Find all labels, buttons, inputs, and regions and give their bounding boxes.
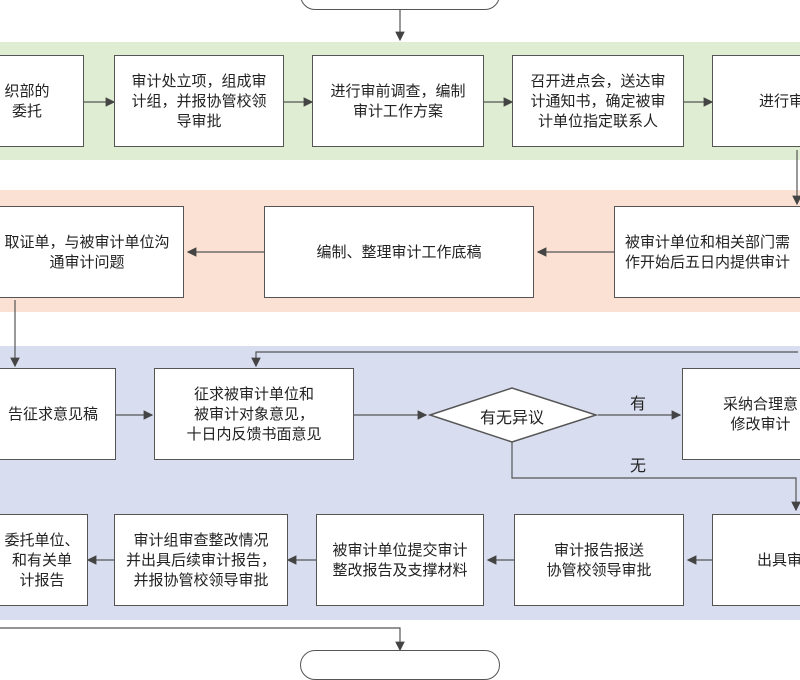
step-provide-materials: 被审计单位和相关部门需 作开始后五日内提供审计 xyxy=(614,206,800,298)
edge-label-no: 无 xyxy=(630,456,647,475)
step-kickoff-meeting: 召开进点会，送达审 计通知书，确定被审 计单位指定联系人 xyxy=(512,55,684,147)
start-terminator xyxy=(300,0,500,10)
connector-lines xyxy=(0,10,800,652)
step-entrust: 织部的 委托 xyxy=(0,55,84,147)
step-working-papers: 编制、整理审计工作底稿 xyxy=(264,206,534,298)
end-terminator xyxy=(300,650,500,680)
edge-label-yes: 有 xyxy=(630,394,647,413)
step-rectification-report: 被审计单位提交审计 整改报告及支撑材料 xyxy=(316,514,484,606)
step-submit-report: 委托单位、 和有关单 计报告 xyxy=(0,514,88,606)
decision-label: 有无异议 xyxy=(479,408,544,427)
step-solicit-opinions: 征求被审计单位和 被审计对象意见， 十日内反馈书面意见 xyxy=(154,368,354,460)
decision-diamond xyxy=(427,387,599,443)
step-adopt-revise: 采纳合理意 修改审计 xyxy=(682,368,800,460)
step-pre-audit-survey: 进行审前调查，编制 审计工作方案 xyxy=(312,55,484,147)
step-project-approval: 审计处立项，组成审 计组，并报协管校领 导审批 xyxy=(114,55,284,147)
arrow-loop-back xyxy=(251,351,798,368)
step-report-approval: 审计报告报送 协管校领导审批 xyxy=(514,514,684,606)
arrow-r3-no xyxy=(511,442,800,512)
arrow-to-end xyxy=(0,627,405,652)
step-issue-report: 出具审 xyxy=(712,514,800,606)
step-review-rectification: 审计组审查整改情况 并出具后续审计报告， 并报协管校领导审批 xyxy=(114,514,288,606)
step-draft-report: 告征求意见稿 xyxy=(0,368,116,460)
step-evidence-communication: 取证单，与被审计单位沟 通审计问题 xyxy=(0,206,184,298)
step-conduct-audit: 进行审 xyxy=(712,55,800,147)
